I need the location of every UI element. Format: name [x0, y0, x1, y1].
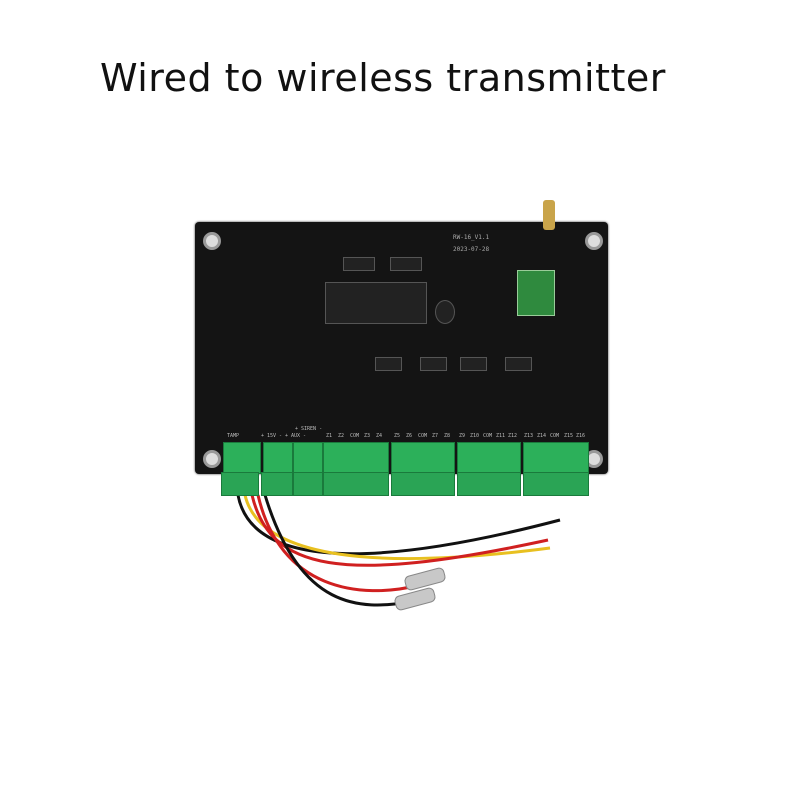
terminal-label: Z3	[364, 433, 371, 439]
terminal-plug	[523, 472, 589, 496]
terminal-block	[391, 442, 455, 474]
antenna-connector	[543, 200, 555, 230]
terminal-label: Z14	[537, 433, 547, 439]
terminal-label: Z13	[524, 433, 534, 439]
mount-hole	[585, 232, 603, 250]
page-title: Wired to wireless transmitter	[100, 56, 666, 100]
buzzer	[435, 300, 455, 324]
ic-chip	[505, 357, 532, 371]
terminal-label: + SIREN -	[295, 426, 323, 432]
terminal-label: Z1	[326, 433, 333, 439]
terminal-block	[223, 442, 261, 474]
terminal-label: + 15V -	[261, 433, 283, 439]
terminal-plug	[323, 472, 389, 496]
terminal-label: TAMP	[227, 433, 240, 439]
ic-chip	[420, 357, 447, 371]
terminal-block	[323, 442, 389, 474]
terminal-label: Z11	[496, 433, 506, 439]
ic-chip	[390, 257, 422, 271]
terminal-label: Z12	[508, 433, 518, 439]
pcb-board-image: RW-16_V1.1 2023-07-28 TAMP + 15V - + AUX…	[195, 200, 608, 496]
terminal-plug	[391, 472, 455, 496]
terminal-block	[457, 442, 521, 474]
terminal-plug	[261, 472, 293, 496]
ic-chip	[375, 357, 402, 371]
terminal-label: Z10	[470, 433, 480, 439]
terminal-label: COM	[418, 433, 428, 439]
terminal-label: COM	[350, 433, 360, 439]
terminal-label: COM	[483, 433, 493, 439]
terminal-label: Z2	[338, 433, 345, 439]
mount-hole	[203, 450, 221, 468]
ic-chip	[460, 357, 487, 371]
terminal-label: Z9	[459, 433, 466, 439]
board-model: RW-16_V1.1	[453, 234, 490, 241]
terminal-label: Z16	[576, 433, 586, 439]
rf-module	[517, 270, 555, 316]
terminal-label: Z6	[406, 433, 413, 439]
terminal-label: Z7	[432, 433, 439, 439]
terminal-label: + AUX -	[285, 433, 307, 439]
terminal-label: Z5	[394, 433, 401, 439]
pin-header	[325, 282, 427, 324]
terminal-plug	[293, 472, 323, 496]
terminal-block	[263, 442, 293, 474]
ic-chip	[343, 257, 375, 271]
terminal-block	[293, 442, 323, 474]
terminal-label: Z8	[444, 433, 451, 439]
terminal-label: Z15	[564, 433, 574, 439]
terminal-plug	[457, 472, 521, 496]
terminal-label: COM	[550, 433, 560, 439]
terminal-labels: TAMP + 15V - + AUX - + SIREN - Z1 Z2 COM…	[195, 426, 608, 441]
mount-hole	[203, 232, 221, 250]
board-date: 2023-07-28	[453, 246, 490, 253]
terminal-block	[523, 442, 589, 474]
terminal-plug	[221, 472, 259, 496]
terminal-label: Z4	[376, 433, 383, 439]
